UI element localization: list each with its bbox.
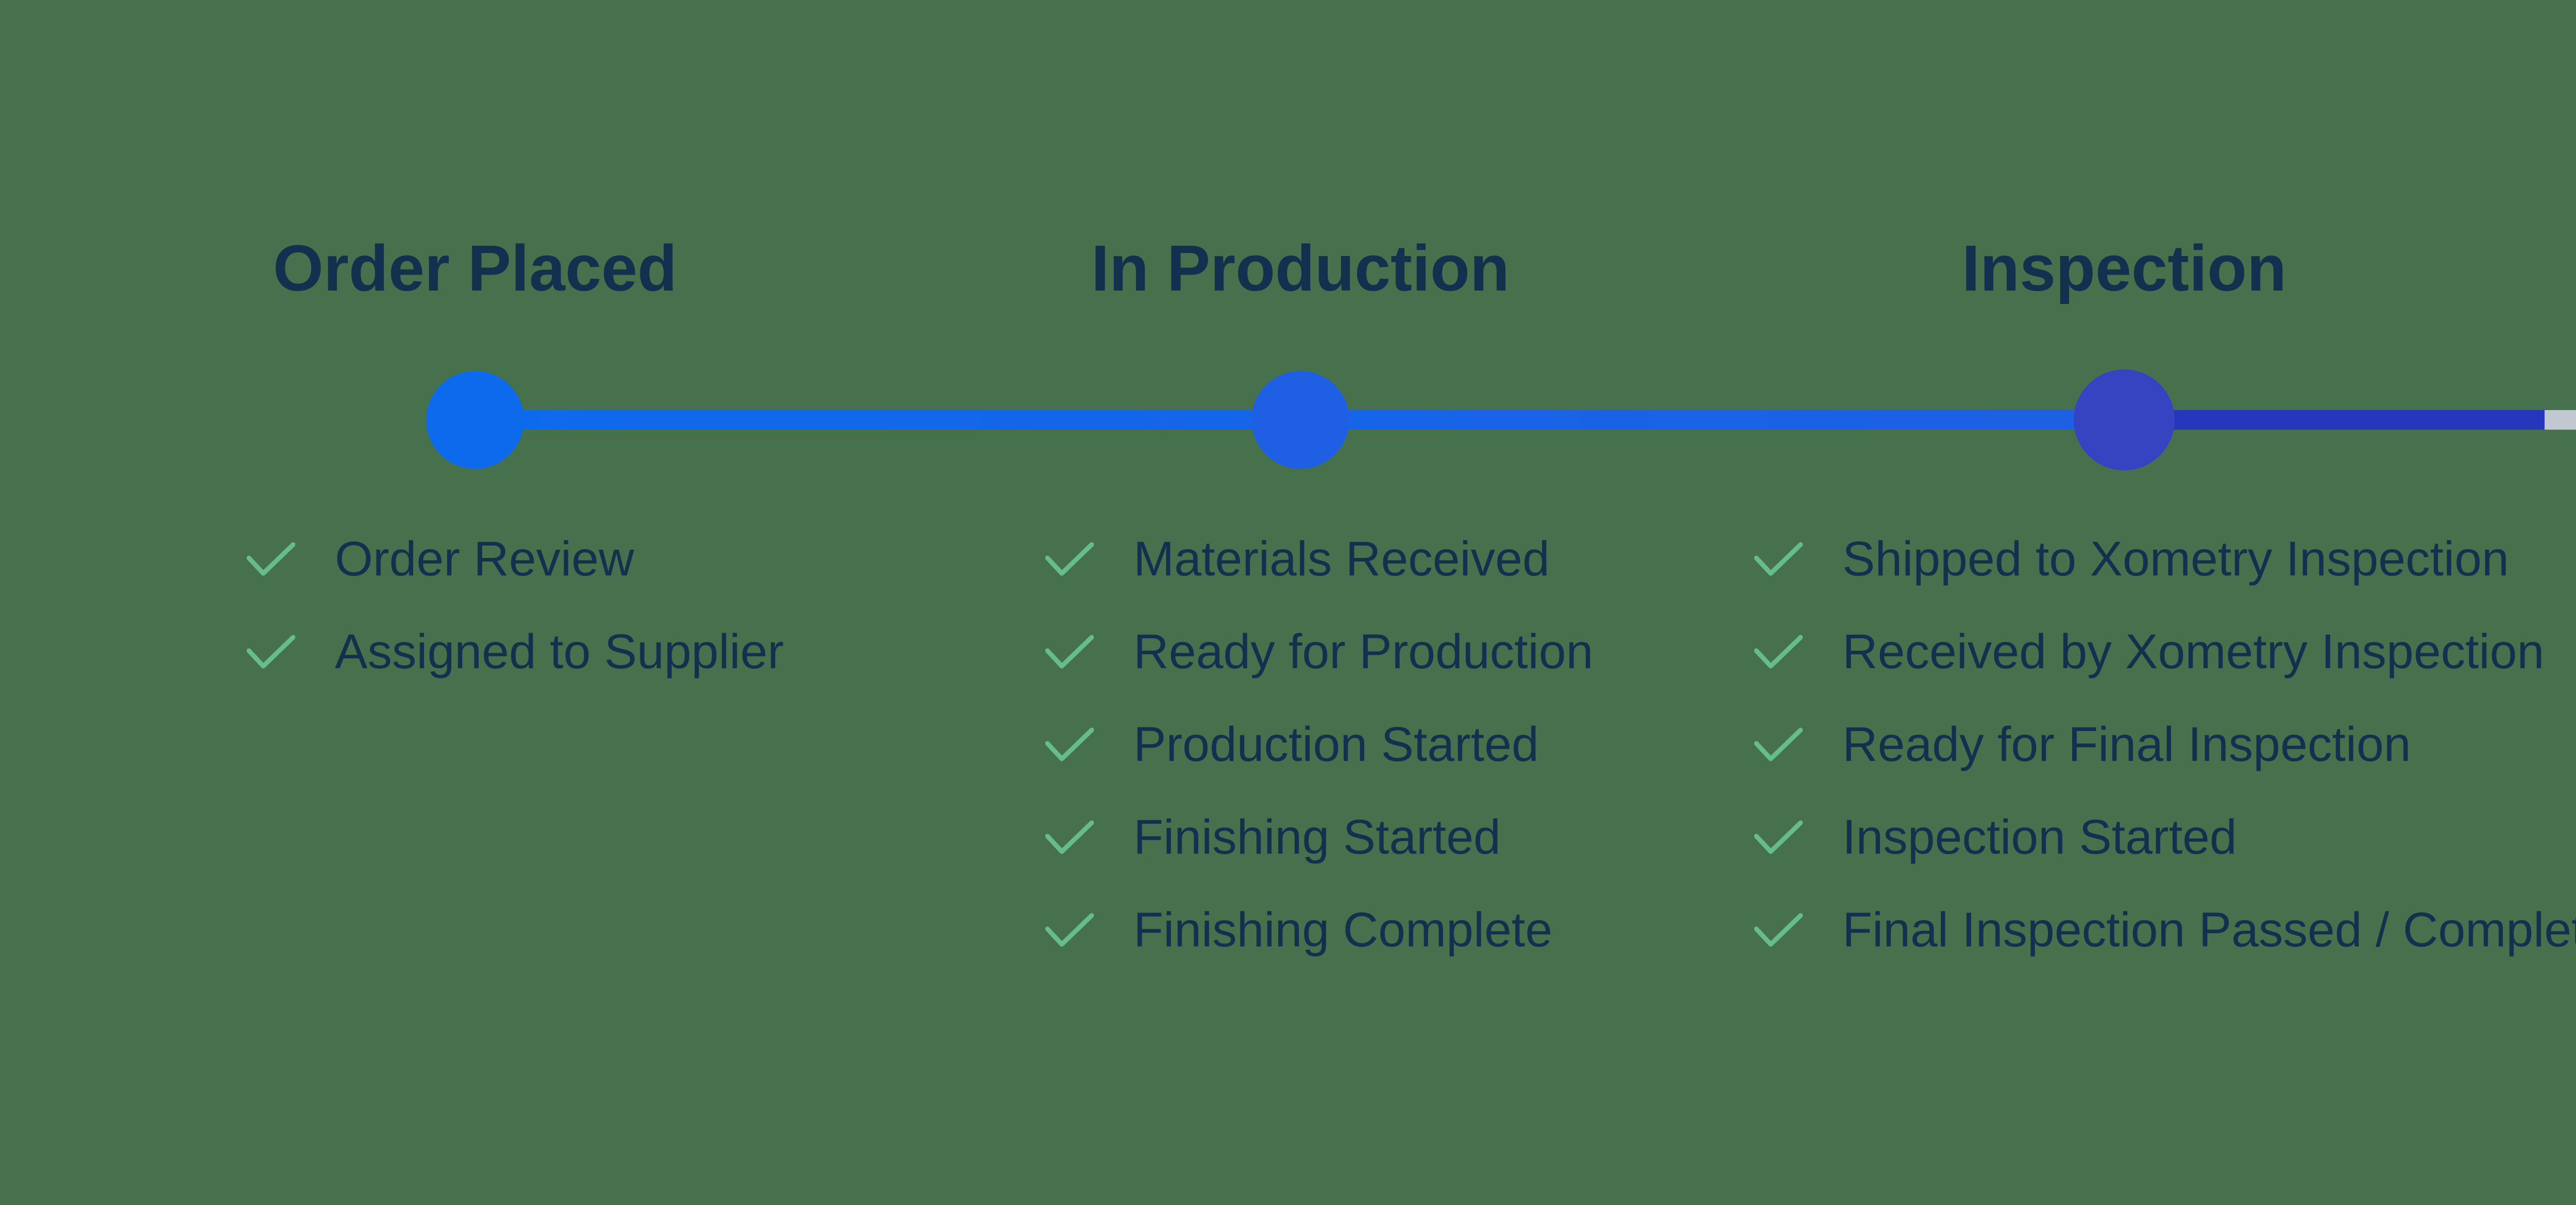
checklist-order-placed: Order Review Assigned to Supplier [247, 513, 784, 698]
check-icon [1754, 727, 1803, 761]
item-icon-holder [247, 542, 295, 576]
checklist-in-production: Materials Received Ready for Production … [1045, 513, 1593, 976]
checklist-item: Final Inspection Passed / Complete [1754, 884, 2576, 976]
milestone-node-order-placed [426, 371, 524, 469]
check-icon [1045, 542, 1094, 575]
checklist-item: Shipped to Xometry Inspection [1754, 513, 2576, 605]
check-icon [1045, 635, 1094, 668]
checklist-item-label: Final Inspection Passed / Complete [1842, 902, 2576, 957]
check-icon [1045, 820, 1094, 854]
check-icon [1754, 913, 1803, 946]
check-icon [247, 542, 295, 575]
checklist-item-label: Assigned to Supplier [335, 624, 784, 679]
check-icon [1754, 635, 1803, 668]
checklist-item: Assigned to Supplier [247, 605, 784, 698]
checklist-item-label: Materials Received [1133, 531, 1550, 586]
checklist-item: Inspection Started [1754, 791, 2576, 884]
checklist-item: Ready for Final Inspection [1754, 698, 2576, 791]
item-icon-holder [1754, 542, 1803, 576]
checklist-item: Ready for Production [1045, 605, 1593, 698]
milestone-node-inspection [2074, 369, 2175, 470]
check-icon [1754, 820, 1803, 854]
check-icon [1045, 727, 1094, 761]
checklist-item-label: Ready for Production [1133, 624, 1594, 679]
track-segment-in-progress [2124, 410, 2545, 430]
item-icon-holder [1045, 913, 1094, 947]
checklist-item-label: Ready for Final Inspection [1842, 717, 2411, 772]
item-icon-holder [1754, 913, 1803, 947]
item-icon-holder [1045, 820, 1094, 855]
checklist-inspection: Shipped to Xometry Inspection Received b… [1754, 513, 2576, 976]
item-icon-holder [1754, 727, 1803, 762]
item-icon-holder [1754, 820, 1803, 855]
checklist-item: Order Review [247, 513, 784, 605]
checklist-item-label: Finishing Complete [1133, 902, 1553, 957]
stage-title-in-production: In Production [1091, 232, 1510, 304]
checklist-item-label: Production Started [1133, 717, 1539, 772]
checklist-item-label: Finishing Started [1133, 809, 1501, 864]
stage-title-order-placed: Order Placed [273, 232, 677, 304]
check-icon [247, 635, 295, 668]
item-icon-holder [1045, 635, 1094, 669]
check-icon [1754, 542, 1803, 575]
checklist-item: Finishing Started [1045, 791, 1593, 884]
checklist-item: Received by Xometry Inspection [1754, 605, 2576, 698]
item-icon-holder [1754, 635, 1803, 669]
check-icon [1045, 913, 1094, 946]
checklist-item: Production Started [1045, 698, 1593, 791]
track-segment-remaining [2545, 410, 2576, 430]
checklist-item-label: Shipped to Xometry Inspection [1842, 531, 2509, 586]
item-icon-holder [1045, 727, 1094, 762]
checklist-item-label: Inspection Started [1842, 809, 2237, 864]
stage-title-inspection: Inspection [1961, 232, 2287, 304]
item-icon-holder [247, 635, 295, 669]
checklist-item: Materials Received [1045, 513, 1593, 605]
checklist-item-label: Received by Xometry Inspection [1842, 624, 2545, 679]
checklist-item: Finishing Complete [1045, 884, 1593, 976]
milestone-node-in-production [1251, 371, 1349, 469]
checklist-item-label: Order Review [335, 531, 634, 586]
item-icon-holder [1045, 542, 1094, 576]
